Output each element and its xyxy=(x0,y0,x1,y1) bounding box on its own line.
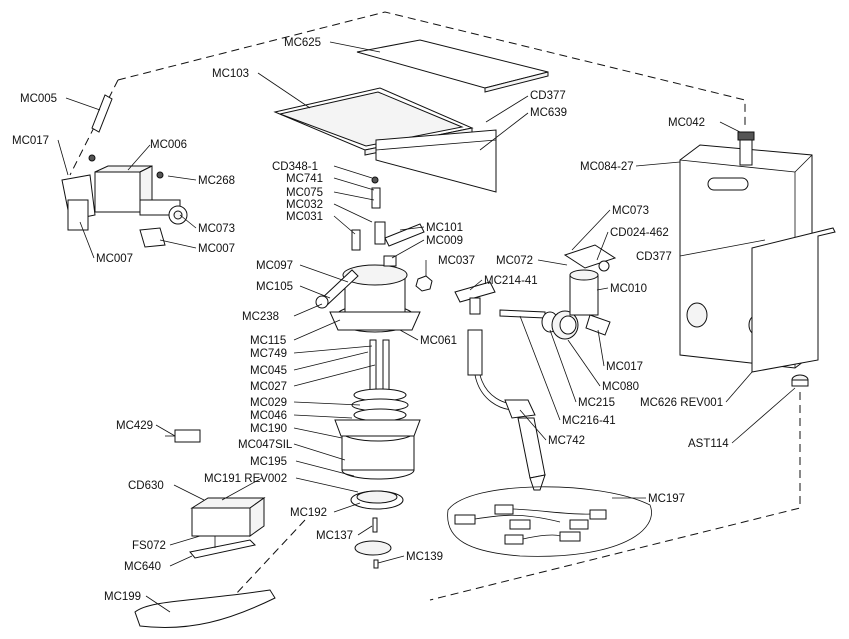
label-mc042: MC042 xyxy=(668,117,705,129)
label-mc139: MC139 xyxy=(406,551,443,563)
label-mc429: MC429 xyxy=(116,420,153,432)
part-mc625-lid xyxy=(356,39,549,93)
label-mc007-a: MC007 xyxy=(96,253,133,265)
part-mc005-rod xyxy=(91,94,113,133)
label-mc084-27: MC084-27 xyxy=(580,161,634,173)
label-mc061: MC061 xyxy=(420,335,457,347)
part-mc037-nut xyxy=(415,275,433,292)
part-heating-element xyxy=(351,339,409,422)
label-mc010: MC010 xyxy=(610,283,647,295)
label-mc045: MC045 xyxy=(250,365,287,377)
label-mc639: MC639 xyxy=(530,107,567,119)
label-mc215: MC215 xyxy=(578,397,615,409)
label-mc190: MC190 xyxy=(250,423,287,435)
label-mc268: MC268 xyxy=(198,175,235,187)
label-mc005: MC005 xyxy=(20,93,57,105)
label-mc046: MC046 xyxy=(250,410,287,422)
label-mc216-41: MC216-41 xyxy=(562,415,616,427)
part-labels: MC625 MC103 CD377 MC639 MC005 MC017 MC00… xyxy=(12,37,729,603)
label-mc137: MC137 xyxy=(316,530,353,542)
part-pump-right xyxy=(563,244,617,336)
part-thermostat-bracket xyxy=(189,497,266,559)
part-valve-knob xyxy=(499,309,579,340)
label-cd630: CD630 xyxy=(128,480,164,492)
label-mc199: MC199 xyxy=(104,591,141,603)
label-mc027: MC027 xyxy=(250,381,287,393)
label-mc741: MC741 xyxy=(286,173,323,185)
label-mc009: MC009 xyxy=(426,235,463,247)
label-mc640: MC640 xyxy=(124,561,161,573)
label-mc017-left: MC017 xyxy=(12,135,49,147)
label-mc017-right: MC017 xyxy=(606,361,643,373)
part-pump-assembly-left xyxy=(61,154,188,248)
label-cd024-462: CD024-462 xyxy=(610,227,669,239)
label-mc197: MC197 xyxy=(648,493,685,505)
label-mc105: MC105 xyxy=(256,281,293,293)
label-cd348-1: CD348-1 xyxy=(272,161,318,173)
label-mc037: MC037 xyxy=(438,255,475,267)
label-mc191-rev002: MC191 REV002 xyxy=(204,473,287,485)
label-mc742: MC742 xyxy=(548,435,585,447)
part-steam-pipe xyxy=(467,329,546,491)
label-mc031: MC031 xyxy=(286,211,323,223)
label-fs072: FS072 xyxy=(132,540,166,552)
label-mc101: MC101 xyxy=(426,222,463,234)
part-drip-tray xyxy=(134,589,276,629)
label-mc029: MC029 xyxy=(250,397,287,409)
label-mc238: MC238 xyxy=(242,311,279,323)
part-mc639-bracket xyxy=(375,129,497,193)
part-boiler-head xyxy=(315,176,425,333)
label-mc072: MC072 xyxy=(496,255,533,267)
label-cd377-top: CD377 xyxy=(530,90,566,102)
label-mc214-41: MC214-41 xyxy=(484,275,538,287)
label-ast114: AST114 xyxy=(688,438,729,450)
label-mc625: MC625 xyxy=(284,37,321,49)
label-mc080: MC080 xyxy=(602,381,639,393)
part-boiler-body xyxy=(334,419,421,480)
label-mc006: MC006 xyxy=(150,139,187,151)
label-mc075: MC075 xyxy=(286,187,323,199)
label-mc115: MC115 xyxy=(250,335,286,347)
part-steam-valve xyxy=(454,281,496,315)
label-mc192: MC192 xyxy=(290,507,327,519)
label-mc073-left: MC073 xyxy=(198,223,235,235)
leader-lines xyxy=(57,41,796,613)
label-cd377-right: CD377 xyxy=(636,251,672,263)
label-mc073-right: MC073 xyxy=(612,205,649,217)
part-foot xyxy=(791,374,809,387)
label-mc103: MC103 xyxy=(212,68,249,80)
label-mc032: MC032 xyxy=(286,199,323,211)
part-shower-disc xyxy=(350,490,404,510)
part-shower-screen xyxy=(354,517,392,569)
label-mc047sil: MC047SIL xyxy=(238,439,293,451)
label-mc097: MC097 xyxy=(256,260,293,272)
label-mc195: MC195 xyxy=(250,456,287,468)
label-mc626-rev001: MC626 REV001 xyxy=(640,397,723,409)
label-mc007-b: MC007 xyxy=(198,243,235,255)
part-tank-shield xyxy=(751,227,836,373)
part-wiring-harness xyxy=(447,486,652,557)
label-mc749: MC749 xyxy=(250,348,287,360)
part-mc429-connector xyxy=(165,429,201,443)
